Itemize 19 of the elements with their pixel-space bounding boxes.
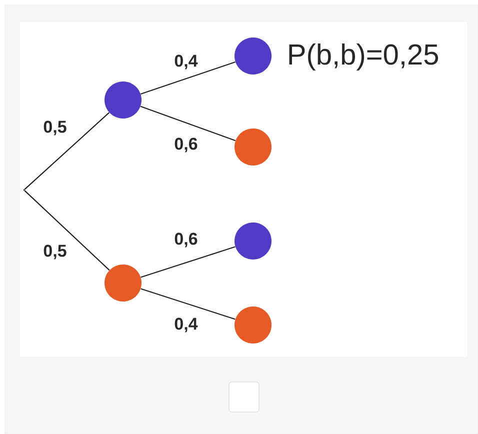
edge-label: 0,5 — [44, 120, 66, 136]
branch-line — [140, 246, 236, 278]
edge-label: 0,4 — [174, 318, 198, 332]
outcome-circle — [234, 128, 272, 166]
edge-label: 0,5 — [44, 244, 66, 260]
branch-line — [24, 190, 110, 271]
branch-line — [140, 61, 236, 95]
edge-label: 0,6 — [174, 138, 198, 152]
edge-label: 0,6 — [174, 232, 198, 248]
branch-line — [24, 112, 110, 190]
probability-text: P(b,b)=0,25 — [289, 44, 438, 71]
outcome-circle — [234, 306, 272, 344]
outcome-circle — [234, 222, 272, 260]
branch-line — [140, 288, 236, 320]
edge-label: 0,4 — [174, 54, 198, 70]
outcome-circle — [104, 82, 142, 118]
outcome-circle — [234, 38, 272, 74]
outcome-circle — [104, 264, 142, 302]
branch-line — [140, 106, 236, 142]
